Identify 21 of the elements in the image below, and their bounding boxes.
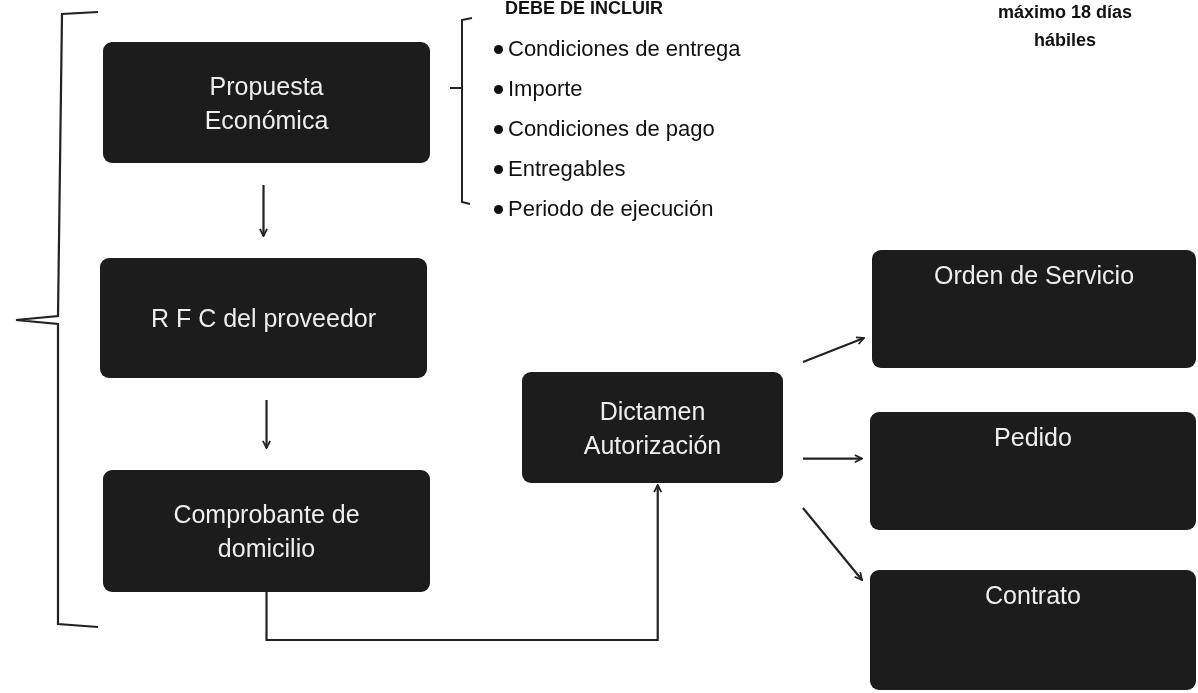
process-box — [103, 42, 430, 163]
box-label: Contrato — [985, 580, 1081, 611]
box-label: Dictamen Autorización — [582, 395, 723, 461]
box-label: R F C del proveedor — [150, 303, 377, 334]
process-box — [870, 412, 1196, 530]
process-box — [103, 470, 430, 592]
box-label: Orden de Servicio — [933, 260, 1135, 291]
list-item: Importe — [508, 75, 583, 103]
process-box — [872, 250, 1196, 368]
list-item: Periodo de ejecución — [508, 195, 714, 223]
note-text: máximo 18 días hábiles — [996, 1, 1134, 52]
note-text: DEBE DE INCLUIR — [505, 0, 663, 19]
list-item: Entregables — [508, 155, 626, 183]
process-box — [522, 372, 783, 483]
box-label: Pedido — [994, 422, 1072, 453]
process-box — [100, 258, 427, 378]
list-item: Condiciones de entrega — [508, 35, 741, 63]
list-item: Condiciones de pago — [508, 115, 715, 143]
box-label: Propuesta Económica — [203, 70, 330, 136]
box-label: Comprobante de domicilio — [172, 499, 361, 564]
process-box — [870, 570, 1196, 690]
